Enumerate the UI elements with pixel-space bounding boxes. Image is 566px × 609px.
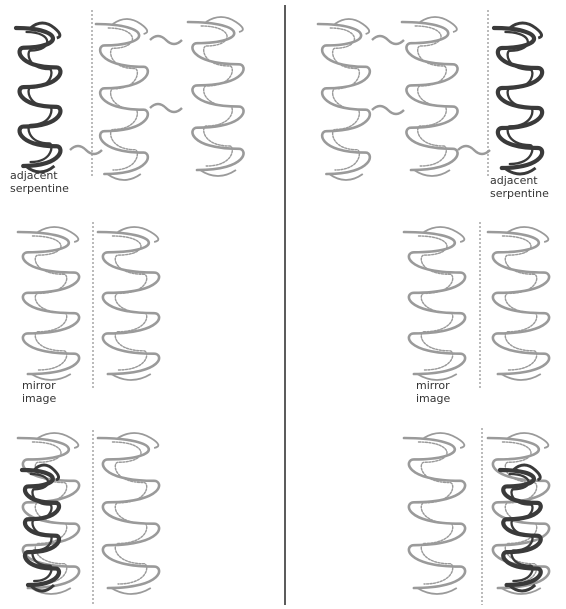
right-top-bridge-1	[372, 36, 404, 44]
left-middle-column-2	[98, 227, 159, 380]
right-top-dark-column	[494, 23, 542, 174]
serpentine-strand	[404, 438, 465, 588]
left-top-label-line2: serpentine	[10, 183, 69, 195]
left-middle-label-line1: mirror	[22, 380, 56, 392]
serpentine-strand	[402, 22, 458, 170]
serpentine-strand	[188, 22, 244, 170]
serpentine-strand	[318, 24, 370, 174]
serpentine-strand	[404, 232, 465, 374]
right-top-bridge-3	[458, 146, 490, 154]
right-middle-label-line1: mirror	[416, 380, 450, 392]
right-middle-column-2	[488, 227, 549, 380]
right-bottom-dark-overlay	[500, 465, 541, 591]
serpentine-strand	[98, 438, 159, 588]
left-middle-label-line2: image	[22, 393, 56, 405]
left-top-column-3	[188, 17, 244, 176]
serpentine-strand	[18, 232, 79, 374]
serpentine-strand	[500, 470, 541, 585]
left-bottom-dark-overlay	[22, 465, 59, 591]
left-top-column-2	[96, 19, 148, 180]
left-top-label-line1: adjacent	[10, 170, 58, 182]
right-top-column-2	[402, 17, 458, 176]
serpentine-strand	[98, 232, 159, 374]
left-top-bridge-2	[150, 104, 182, 112]
serpentine-strand	[488, 232, 549, 374]
left-top-bridge-1	[150, 36, 182, 44]
right-top-label-line1: adjacent	[490, 175, 538, 187]
right-top-bridge-2	[372, 106, 404, 114]
left-top-bridge-3	[70, 146, 102, 154]
serpentine-strand	[96, 24, 148, 174]
right-middle-label-line2: image	[416, 393, 450, 405]
right-middle-column-1	[404, 227, 465, 380]
right-top-label-line2: serpentine	[490, 188, 549, 200]
left-top-dark-column	[16, 23, 60, 172]
right-bottom-column-1	[404, 433, 465, 594]
right-top-column-1	[318, 19, 370, 180]
serpentine-strand	[22, 470, 59, 585]
left-bottom-column-2	[98, 433, 159, 594]
left-middle-column-1	[18, 227, 79, 380]
